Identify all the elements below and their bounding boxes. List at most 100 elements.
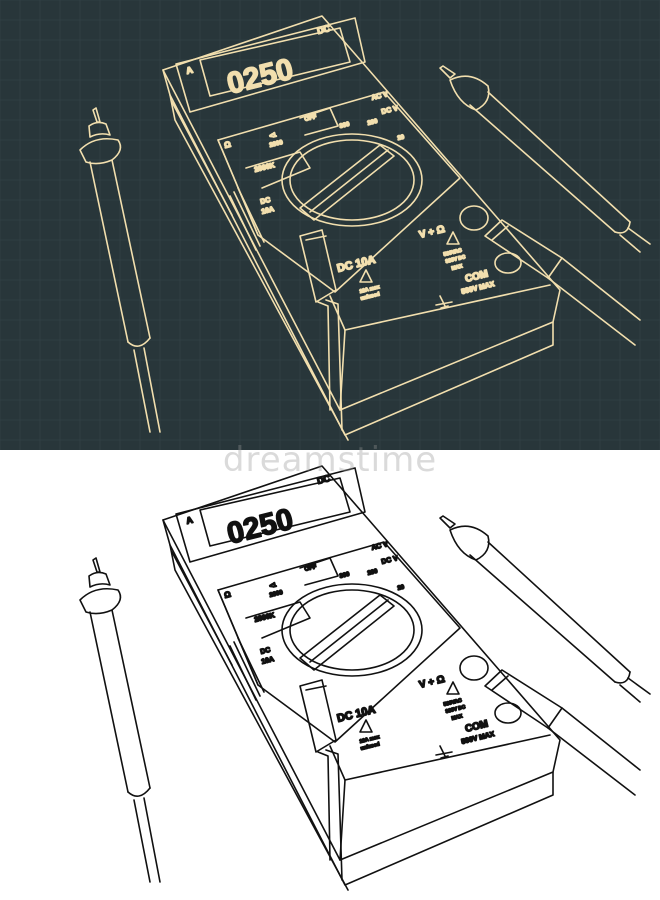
warning-triangle-1 (359, 269, 373, 283)
right-plug-grip (491, 225, 509, 241)
left-probe-guard (79, 587, 122, 615)
meter-edge (169, 94, 349, 441)
dial-pointer-line (309, 599, 389, 663)
dial-segment-2 (299, 557, 339, 586)
dial-label-200: 200 (367, 119, 379, 127)
left-probe (79, 557, 161, 883)
right-probe (439, 515, 651, 703)
right-probe-lead (619, 227, 651, 253)
dial-label-ohm: Ω (223, 590, 232, 600)
unit-dc-label: DC (316, 23, 332, 36)
left-probe-end (127, 337, 151, 347)
warning-triangle-2 (446, 231, 460, 245)
left-lead-plug (299, 229, 343, 431)
dial-label-200: 200 (367, 569, 379, 577)
jack-label-com: COM (464, 269, 489, 285)
right-plug-cable (547, 257, 641, 346)
right-probe-lead (619, 677, 651, 703)
right-probe-end (614, 221, 631, 234)
dial-knob-inner (289, 589, 415, 671)
dial-pointer-line (309, 149, 389, 213)
meter-side-groove (171, 101, 233, 216)
right-lead-plug (484, 219, 641, 346)
jack-v-ohm (459, 205, 489, 231)
left-probe-lead (133, 797, 161, 883)
jack-com (494, 252, 522, 274)
right-probe-body (469, 91, 631, 233)
left-probe-guard-top (88, 121, 111, 138)
unit-a-label: A (185, 65, 194, 76)
left-lead-plug (299, 679, 343, 881)
dial-knob (281, 583, 423, 677)
right-probe-tip (439, 65, 456, 79)
left-probe-body (89, 609, 151, 793)
dial-segment-2 (299, 107, 339, 136)
meter-face-outline (162, 15, 561, 411)
left-plug-grip (305, 235, 327, 241)
dial-label-lt1: <1 (269, 582, 278, 590)
rating-label-3: MAX (451, 263, 464, 272)
warning-triangle-1 (359, 719, 373, 733)
dial-knob-inner (289, 139, 415, 221)
meter-side-groove (171, 551, 233, 666)
left-probe-body (89, 159, 151, 343)
left-probe (79, 107, 161, 433)
left-plug-body (299, 229, 337, 303)
dial-label-2000: 2000 (269, 590, 284, 599)
dial-plate-left (217, 139, 259, 236)
left-probe-end (127, 787, 151, 797)
dial-label-10a: 10A (261, 656, 275, 666)
left-plug-grip (305, 685, 327, 691)
right-probe-end (614, 671, 631, 684)
right-probe-tip (439, 515, 456, 529)
lcd-window (199, 27, 351, 97)
meter-face-outline (162, 465, 561, 861)
left-plug-cable (317, 299, 343, 431)
left-probe-guard (79, 137, 122, 165)
unit-dc-label: DC (316, 473, 332, 486)
left-plug-body (299, 679, 337, 753)
dial-label-20: 20 (397, 584, 406, 592)
ground-symbol (435, 745, 453, 759)
meter-edge (169, 544, 349, 891)
jack-com (494, 702, 522, 724)
dial-segment-1 (245, 601, 311, 639)
dial-label-off: OFF (304, 114, 317, 123)
right-probe-guard (449, 75, 490, 111)
dial-knob (281, 133, 423, 227)
dial-label-2000: 2000 (269, 140, 284, 149)
dial-label-10a: 10A (261, 206, 275, 216)
dial-pointer (299, 144, 395, 221)
rating-label-3: MAX (451, 713, 464, 722)
right-probe-body (469, 541, 631, 683)
dial-label-20: 20 (397, 134, 406, 142)
right-lead-plug (484, 669, 641, 796)
lcd-window (199, 477, 351, 547)
right-plug-cable (547, 707, 641, 796)
warning-triangle-2 (446, 681, 460, 695)
dial-label-ohm: Ω (223, 140, 232, 150)
left-probe-guard-top (88, 571, 111, 588)
display-frame (175, 467, 366, 563)
right-probe-guard (449, 525, 490, 561)
dial-segment-1 (245, 151, 311, 189)
dial-label-300: 300 (339, 572, 351, 580)
right-plug-grip (491, 675, 509, 691)
dial-label-lt1: <1 (269, 132, 278, 140)
dial-pointer (299, 594, 395, 671)
right-probe (439, 65, 651, 253)
rating-label-1: 500VAC (443, 698, 463, 708)
dial-label-dc: DC (260, 197, 272, 206)
rating-label-1: 500VAC (443, 248, 463, 258)
dial-plate-left (217, 589, 259, 686)
left-plug-cable (317, 749, 343, 881)
display-frame (175, 17, 366, 113)
dial-label-off: OFF (304, 564, 317, 573)
left-probe-lead (133, 347, 161, 433)
ground-symbol (435, 295, 453, 309)
